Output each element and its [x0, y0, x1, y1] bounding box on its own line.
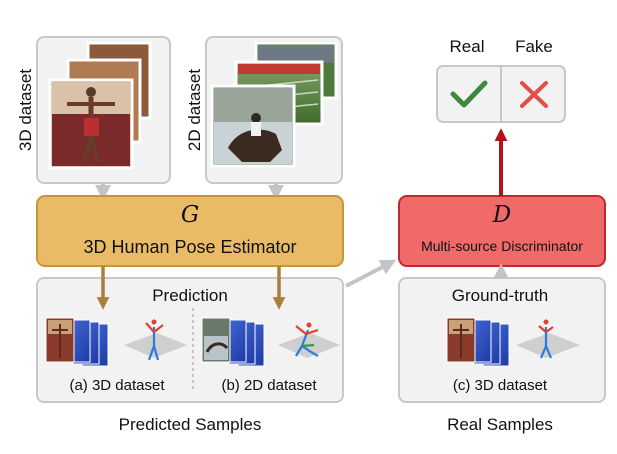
item-c-label: (c) 3D dataset [453, 377, 548, 394]
input-panel-2d: 2D dataset [185, 36, 343, 184]
frame-stack-c [446, 317, 510, 367]
discriminator-symbol: D [492, 202, 511, 228]
item-b-label: (b) 2D dataset [221, 377, 317, 394]
arrow-predicted-to-discriminator [345, 259, 397, 288]
generator-name: 3D Human Pose Estimator [83, 237, 296, 257]
pose-skeleton-a [124, 319, 187, 361]
frame-3d-front [48, 78, 134, 170]
input-panel-3d: 3D dataset [16, 36, 171, 184]
pose-skeleton-c [516, 319, 580, 359]
generator-box: G 3D Human Pose Estimator [36, 195, 344, 267]
frame-stack-a [45, 317, 109, 367]
predicted-samples-panel: Prediction (a) 3D dataset [36, 277, 344, 403]
real-label: Real [450, 37, 485, 56]
dataset-3d-vertical-label: 3D dataset [16, 69, 35, 151]
decision-box: Real Fake [436, 37, 566, 123]
frame-stack-b [201, 317, 265, 367]
item-a-label: (a) 3D dataset [69, 377, 165, 394]
predicted-samples-caption: Predicted Samples [119, 415, 262, 434]
frame-2d-front [210, 84, 296, 168]
real-samples-panel: Ground-truth (c) 3D dataset [398, 277, 606, 403]
generator-symbol: G [181, 202, 199, 228]
prediction-header: Prediction [152, 286, 228, 305]
discriminator-box: D Multi-source Discriminator [398, 195, 606, 267]
discriminator-name: Multi-source Discriminator [421, 238, 583, 254]
cross-icon [520, 81, 548, 108]
pose-skeleton-b [278, 322, 340, 358]
real-samples-caption: Real Samples [447, 415, 553, 434]
dataset-2d-vertical-label: 2D dataset [185, 69, 204, 151]
ground-truth-header: Ground-truth [452, 286, 548, 305]
fake-label: Fake [515, 37, 553, 56]
check-icon [450, 80, 488, 108]
